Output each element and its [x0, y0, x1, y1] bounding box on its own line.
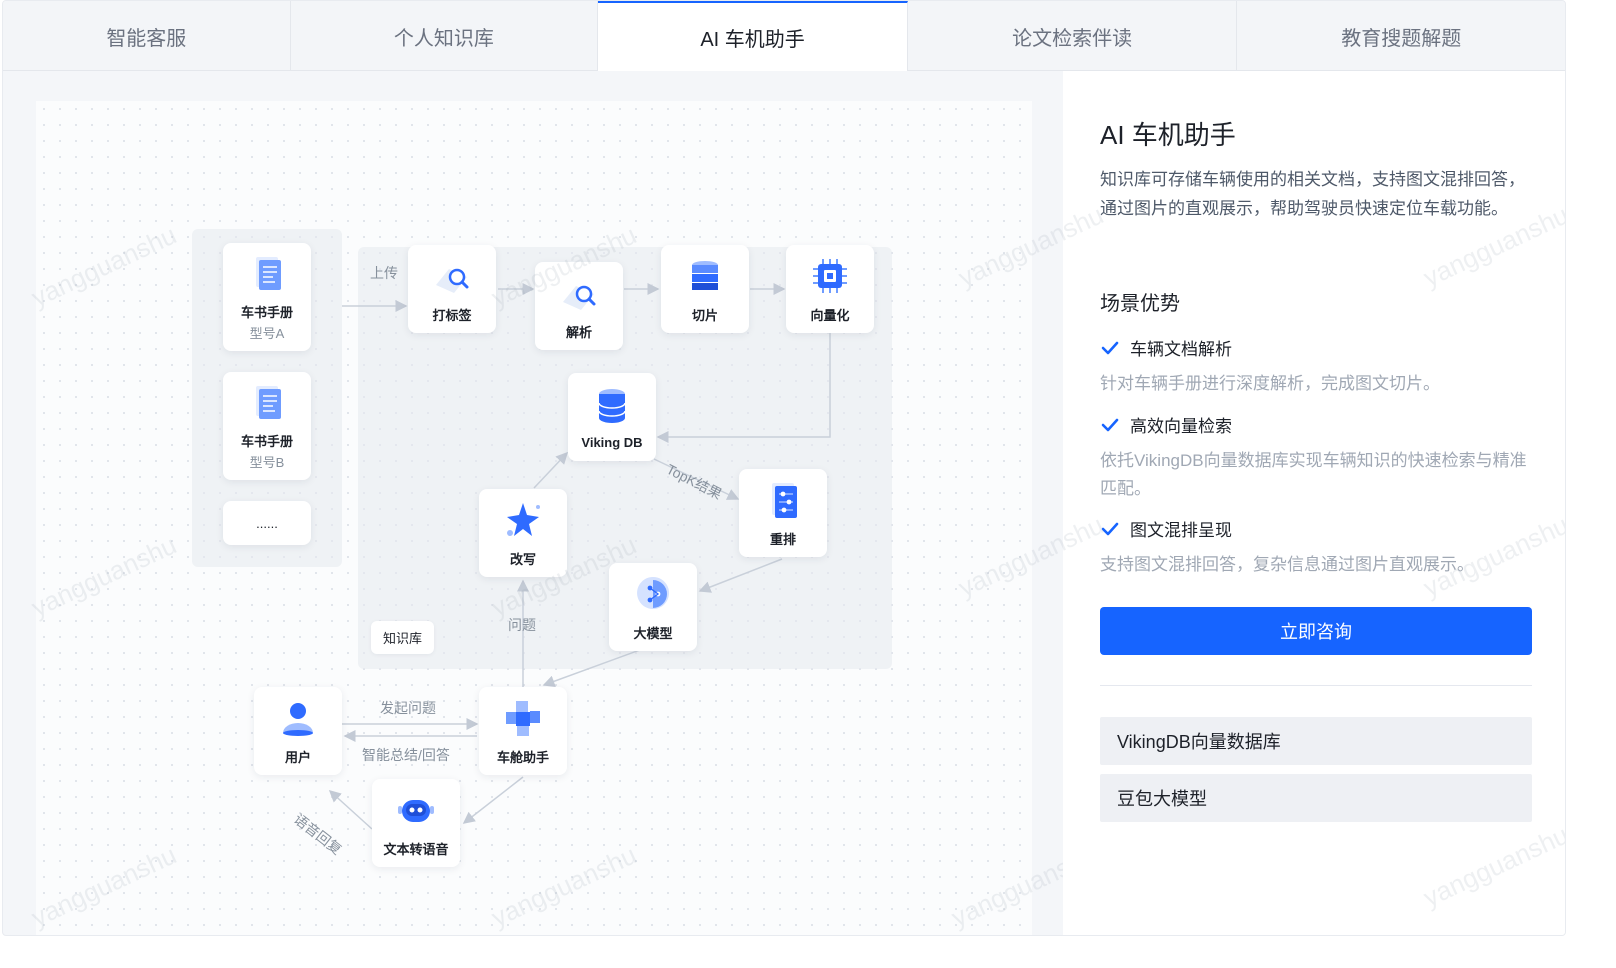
feature-title: 图文混排呈现 [1130, 521, 1232, 540]
database-icon [598, 388, 626, 423]
node-tts[interactable]: 文本转语音 [372, 779, 460, 867]
node-slice-label: 切片 [691, 307, 718, 323]
feature-description: 针对车辆手册进行深度解析，完成图文切片。 [1100, 374, 1440, 393]
node-parse[interactable]: 解析 [535, 262, 623, 350]
tab-education-solver[interactable]: 教育搜题解题 [1341, 27, 1462, 50]
panel-title: AI 车机助手 [1100, 120, 1236, 150]
tab-paper-search[interactable]: 论文检索伴读 [908, 1, 1238, 71]
node-tagging-label: 打标签 [432, 307, 472, 323]
feature-title: 车辆文档解析 [1130, 340, 1232, 359]
document-search-icon [563, 285, 596, 310]
feature-item: 图文混排呈现 支持图文混排回答，复杂信息通过图片直观展示。 [1100, 516, 1540, 579]
scenario-tabs: 智能客服 个人知识库 AI 车机助手 论文检索伴读 教育搜题解题 [3, 1, 1565, 71]
node-manual-b-label: 车书手册 [240, 434, 293, 449]
document-search-icon [436, 268, 469, 293]
node-cabin-assistant[interactable]: 车舱助手 [479, 687, 567, 775]
node-rewrite-label: 改写 [509, 551, 536, 567]
user-icon [283, 702, 313, 736]
tab-personal-knowledge-base[interactable]: 个人知识库 [291, 1, 599, 71]
node-user-label: 用户 [284, 749, 311, 765]
product-vikingdb[interactable]: VikingDB向量数据库 [1100, 717, 1532, 765]
node-llm-label: 大模型 [633, 625, 673, 641]
scenario-showcase: 智能客服 个人知识库 AI 车机助手 论文检索伴读 教育搜题解题 [2, 0, 1566, 936]
feature-item: 高效向量检索 依托VikingDB向量数据库实现车辆知识的快速检索与精准匹配。 [1100, 412, 1540, 503]
node-rerank-label: 重排 [769, 531, 796, 547]
node-llm[interactable]: 大模型 [609, 563, 697, 651]
node-more-label: ...... [256, 515, 278, 531]
watermark: yangguanshu [1418, 819, 1566, 913]
divider [1100, 685, 1532, 686]
tab-smart-customer-service[interactable]: 智能客服 [3, 1, 291, 71]
feature-description: 支持图文混排回答，复杂信息通过图片直观展示。 [1100, 555, 1474, 574]
node-vectorize-label: 向量化 [810, 307, 850, 323]
check-icon [1101, 341, 1119, 354]
node-manual-a[interactable]: 车书手册 型号A [223, 243, 311, 351]
node-manual-b[interactable]: 车书手册 型号B [223, 372, 311, 480]
tab-ai-car-assistant[interactable]: AI 车机助手 [598, 1, 908, 71]
robot-icon [398, 799, 434, 822]
node-vikingdb[interactable]: Viking DB [568, 373, 656, 461]
brain-icon [637, 576, 670, 609]
panel-description: 知识库可存储车辆使用的相关文档，支持图文混排回答，通过图片的直观展示，帮助驾驶员… [1100, 170, 1525, 218]
node-slice[interactable]: 切片 [661, 245, 749, 333]
sliders-document-icon [772, 482, 797, 518]
node-parse-label: 解析 [565, 324, 592, 340]
node-vikingdb-label: Viking DB [581, 434, 643, 450]
knowledge-base-tag: 知识库 [371, 621, 435, 654]
check-icon [1101, 418, 1119, 431]
node-manual-a-model: 型号A [249, 326, 285, 341]
node-manual-a-label: 车书手册 [240, 305, 293, 320]
check-icon [1101, 522, 1119, 535]
diagram-connectors [328, 283, 831, 830]
cubes-icon [506, 700, 540, 736]
sparkle-icon [507, 502, 540, 536]
document-icon [256, 257, 281, 290]
scenario-detail-panel: AI 车机助手 知识库可存储车辆使用的相关文档，支持图文混排回答，通过图片的直观… [954, 71, 1566, 935]
advantages-heading: 场景优势 [1100, 293, 1180, 315]
node-rerank[interactable]: 重排 [739, 469, 827, 557]
node-manual-b-model: 型号B [249, 455, 285, 470]
node-tts-label: 文本转语音 [383, 841, 449, 857]
node-rewrite[interactable]: 改写 [479, 489, 567, 577]
edge-label-summary: 智能总结/回答 [362, 747, 450, 763]
chip-icon [813, 258, 847, 293]
node-tagging[interactable]: 打标签 [408, 245, 496, 333]
layers-icon [692, 260, 718, 290]
node-user[interactable]: 用户 [254, 687, 342, 775]
document-icon [256, 386, 281, 419]
product-doubao-llm[interactable]: 豆包大模型 [1100, 774, 1532, 822]
feature-description: 依托VikingDB向量数据库实现车辆知识的快速检索与精准匹配。 [1100, 451, 1527, 498]
feature-item: 车辆文档解析 针对车辆手册进行深度解析，完成图文切片。 [1100, 335, 1540, 398]
node-cabin-label: 车舱助手 [496, 749, 549, 765]
node-vectorize[interactable]: 向量化 [786, 245, 874, 333]
node-more-manuals[interactable]: ...... [223, 501, 311, 545]
architecture-diagram: 车书手册 型号A 车书手册 型号B ...... 上传 打标签 [27, 101, 1101, 935]
edge-label-ask: 发起问题 [380, 700, 436, 716]
feature-title: 高效向量检索 [1130, 417, 1232, 436]
edge-label-question: 问题 [508, 617, 536, 633]
edge-label-upload: 上传 [370, 265, 398, 281]
consult-now-button[interactable]: 立即咨询 [1100, 607, 1532, 655]
